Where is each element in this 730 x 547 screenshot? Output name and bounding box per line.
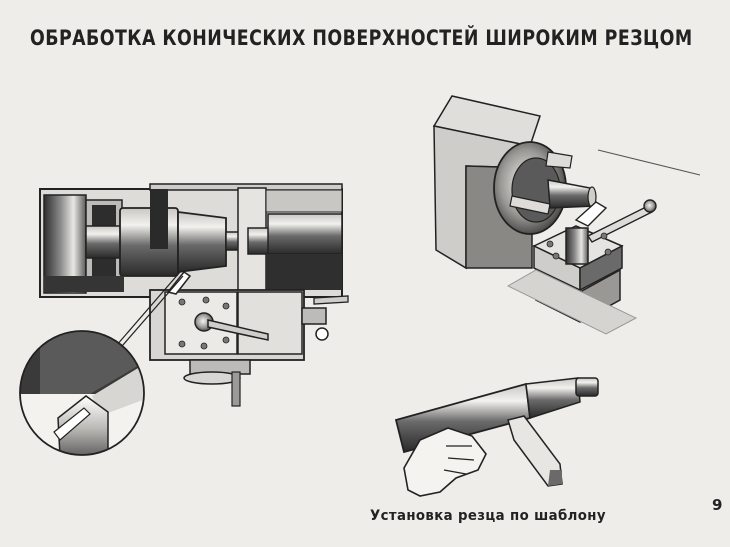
slide-title: ОБРАБОТКА КОНИЧЕСКИХ ПОВЕРХНОСТЕЙ ШИРОКИ…: [30, 26, 693, 50]
caption: Установка резца по шаблону: [370, 508, 606, 524]
lathe-top-view: [39, 183, 349, 407]
page-number: 9: [712, 496, 723, 514]
magnified-detail: [19, 330, 145, 456]
template-setting: [394, 377, 599, 497]
chuck-perspective: [432, 95, 701, 335]
